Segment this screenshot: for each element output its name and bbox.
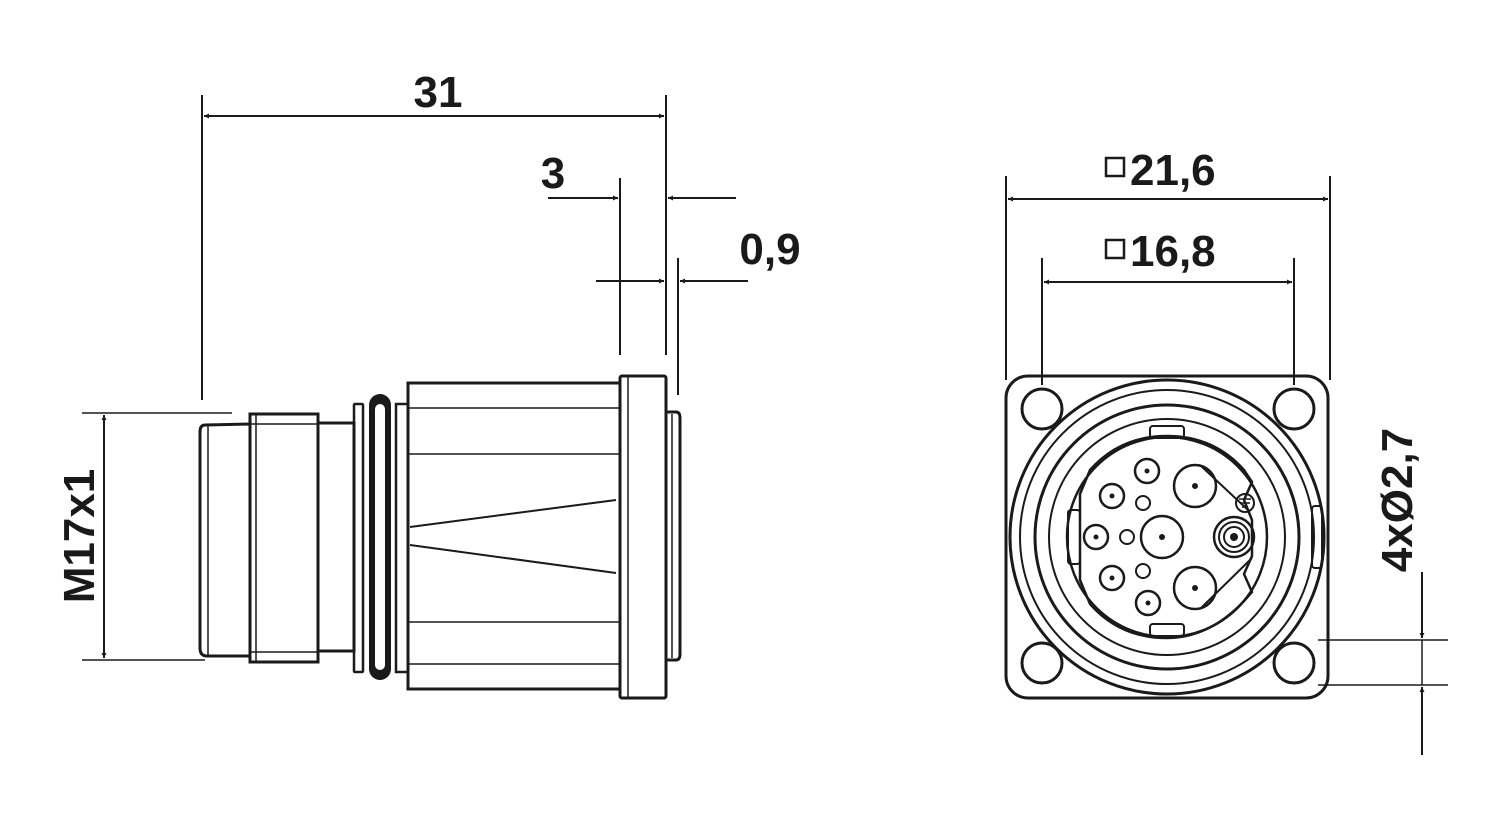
signal-contact [1098,564,1126,592]
dimension-flange-square-label: 21,6 [1130,146,1216,195]
dimension-hole-spacing-label: 16,8 [1130,227,1216,276]
connector-front-face [1004,374,1330,700]
power-contact [1172,463,1218,509]
connector-side-body [198,374,682,700]
dimension-overall-length: 31 [201,68,667,400]
ground-icon [1235,493,1255,513]
aux-contact [1119,529,1135,545]
power-contact [1139,514,1185,560]
dimension-overall-length-label: 31 [414,68,463,117]
dimension-flange-square: 21,6 [1005,146,1331,380]
power-contact [1172,565,1218,611]
aux-contact [1135,563,1151,579]
dimension-hole-spacing: 16,8 [1041,227,1295,385]
signal-contact [1134,589,1162,617]
signal-contact [1098,482,1126,510]
mounting-hole [1020,387,1064,431]
dimension-front-offset: 0,9 [596,225,801,395]
dimension-mounting-holes-label: 4xØ2,7 [1373,428,1422,572]
dimension-front-offset-label: 0,9 [739,225,800,274]
front-view: 21,6 16,8 4xØ2,7 [1004,146,1448,755]
square-symbol-icon [1104,238,1126,260]
coax-contact [1212,515,1256,559]
dimension-mounting-holes: 4xØ2,7 [1318,428,1448,755]
signal-contact [1133,457,1161,485]
side-view: 31 3 0,9 M17x1 [55,68,801,700]
dimension-flange-thickness: 3 [541,149,736,355]
square-symbol-icon [1104,156,1126,178]
dimension-thread-label: M17x1 [55,469,104,604]
dimension-thread: M17x1 [55,412,232,661]
aux-contact [1135,495,1151,511]
mounting-hole [1272,641,1316,685]
dimension-flange-thickness-label: 3 [541,149,565,198]
mounting-hole [1272,387,1316,431]
signal-contact [1082,523,1110,551]
mounting-hole [1020,641,1064,685]
